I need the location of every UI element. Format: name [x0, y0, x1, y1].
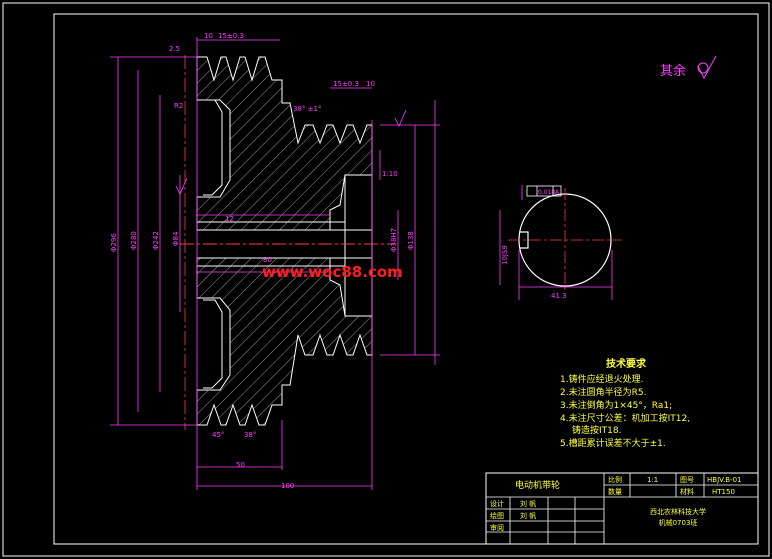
- watermark: www.woc88.com: [262, 263, 403, 281]
- tech-requirements: 技术要求 1.铸件应经退火处理. 2.未注圆角半径为R5. 3.未注倒角为1×4…: [560, 357, 690, 449]
- dim-groove-angle-small: 38° ±1°: [293, 105, 321, 113]
- hub-cross-section: 0.018 A 41.3 10JS9: [499, 185, 622, 300]
- dim-taper: 1:10: [382, 170, 398, 178]
- tech-item-4b: 铸造按IT18.: [572, 424, 621, 436]
- reviewer-label: 审阅: [490, 523, 504, 532]
- drawing-no-value: HBJV.B-01: [707, 476, 741, 484]
- pulley-lower-section: [196, 257, 373, 426]
- dim-dia-3: Φ242: [152, 231, 160, 250]
- runout-value: 0.018: [538, 189, 555, 196]
- quantity-label: 数量: [608, 487, 622, 496]
- pulley-recess-lower: [203, 299, 223, 389]
- dim-groove-pitch-small: 15±0.3: [333, 80, 359, 88]
- title-block: 电动机带轮 比例 1:1 图号 HBJV.B-01 数量 材料 HT150 设计…: [485, 472, 759, 545]
- runout-frame: [526, 185, 562, 197]
- surface-finish-circle: [697, 62, 709, 74]
- dim-groove-pitch-top: 15±0.3: [218, 32, 244, 40]
- dim-chamfer-top: 2.5: [169, 45, 180, 53]
- dim-dia-bore: Φ38H7: [390, 228, 398, 252]
- designer-name: 刘 帆: [520, 499, 536, 508]
- dim-chamfer-big: 45°: [212, 431, 224, 439]
- dim-groove-angle-big: 38°: [244, 431, 256, 439]
- key-depth: 41.3: [551, 292, 567, 300]
- drafter-label: 绘图: [490, 511, 504, 520]
- surface-note: 其余: [660, 63, 686, 79]
- drafter-name: 刘 帆: [520, 511, 536, 520]
- dim-fillet: R2: [174, 102, 183, 110]
- dim-dia-outer: Φ296: [110, 233, 118, 252]
- dim-width-total: 100: [281, 482, 294, 490]
- dim-dia-small: Φ138: [407, 231, 415, 250]
- dim-keyway-width: 12: [225, 215, 234, 223]
- inner-frame: [53, 13, 759, 545]
- tech-item-1: 1.铸件应经退火处理.: [560, 373, 643, 385]
- drawing-no-label: 图号: [680, 476, 694, 484]
- datum-label: A: [555, 189, 560, 196]
- tech-item-3: 3.未注倒角为1×45°，Ra1;: [560, 399, 672, 411]
- hub-keyway: [520, 231, 529, 249]
- school-line2: 机械0703班: [659, 518, 698, 527]
- part-name: 电动机带轮: [515, 479, 560, 491]
- pulley-section-view: [180, 55, 395, 430]
- pulley-recess-upper: [203, 99, 223, 196]
- scale-label: 比例: [608, 475, 622, 484]
- tech-item-4: 4.未注尺寸公差：机加工按IT12,: [560, 412, 690, 424]
- dim-dia-2: Φ280: [130, 231, 138, 250]
- dim-bore-length: 80: [263, 256, 272, 264]
- tech-item-5: 5.槽距累计误差不大于±1.: [560, 437, 666, 449]
- key-slot: 10JS9: [501, 245, 509, 265]
- surface-mark-part: [175, 109, 407, 195]
- surface-note-group: 其余: [660, 55, 717, 80]
- surface-finish-icon: [697, 55, 717, 80]
- dimension-lines: [110, 37, 440, 490]
- dimension-texts: 10 15±0.3 2.5 15±0.3 10 38° ±1° 38° 1:10…: [110, 32, 415, 490]
- dim-width-hub: 50: [236, 461, 245, 469]
- designer-label: 设计: [490, 499, 504, 508]
- scale-value: 1:1: [647, 476, 658, 484]
- dim-groove-small-right: 10: [366, 80, 375, 88]
- dim-dia-hub: Φ84: [172, 231, 180, 246]
- material-value: HT150: [712, 488, 735, 496]
- dim-groove-top-left: 10: [204, 32, 213, 40]
- school-line1: 西北农林科技大学: [650, 507, 706, 516]
- material-label: 材料: [680, 487, 694, 496]
- tech-item-2: 2.未注圆角半径为R5.: [560, 386, 646, 398]
- tech-heading: 技术要求: [606, 357, 647, 370]
